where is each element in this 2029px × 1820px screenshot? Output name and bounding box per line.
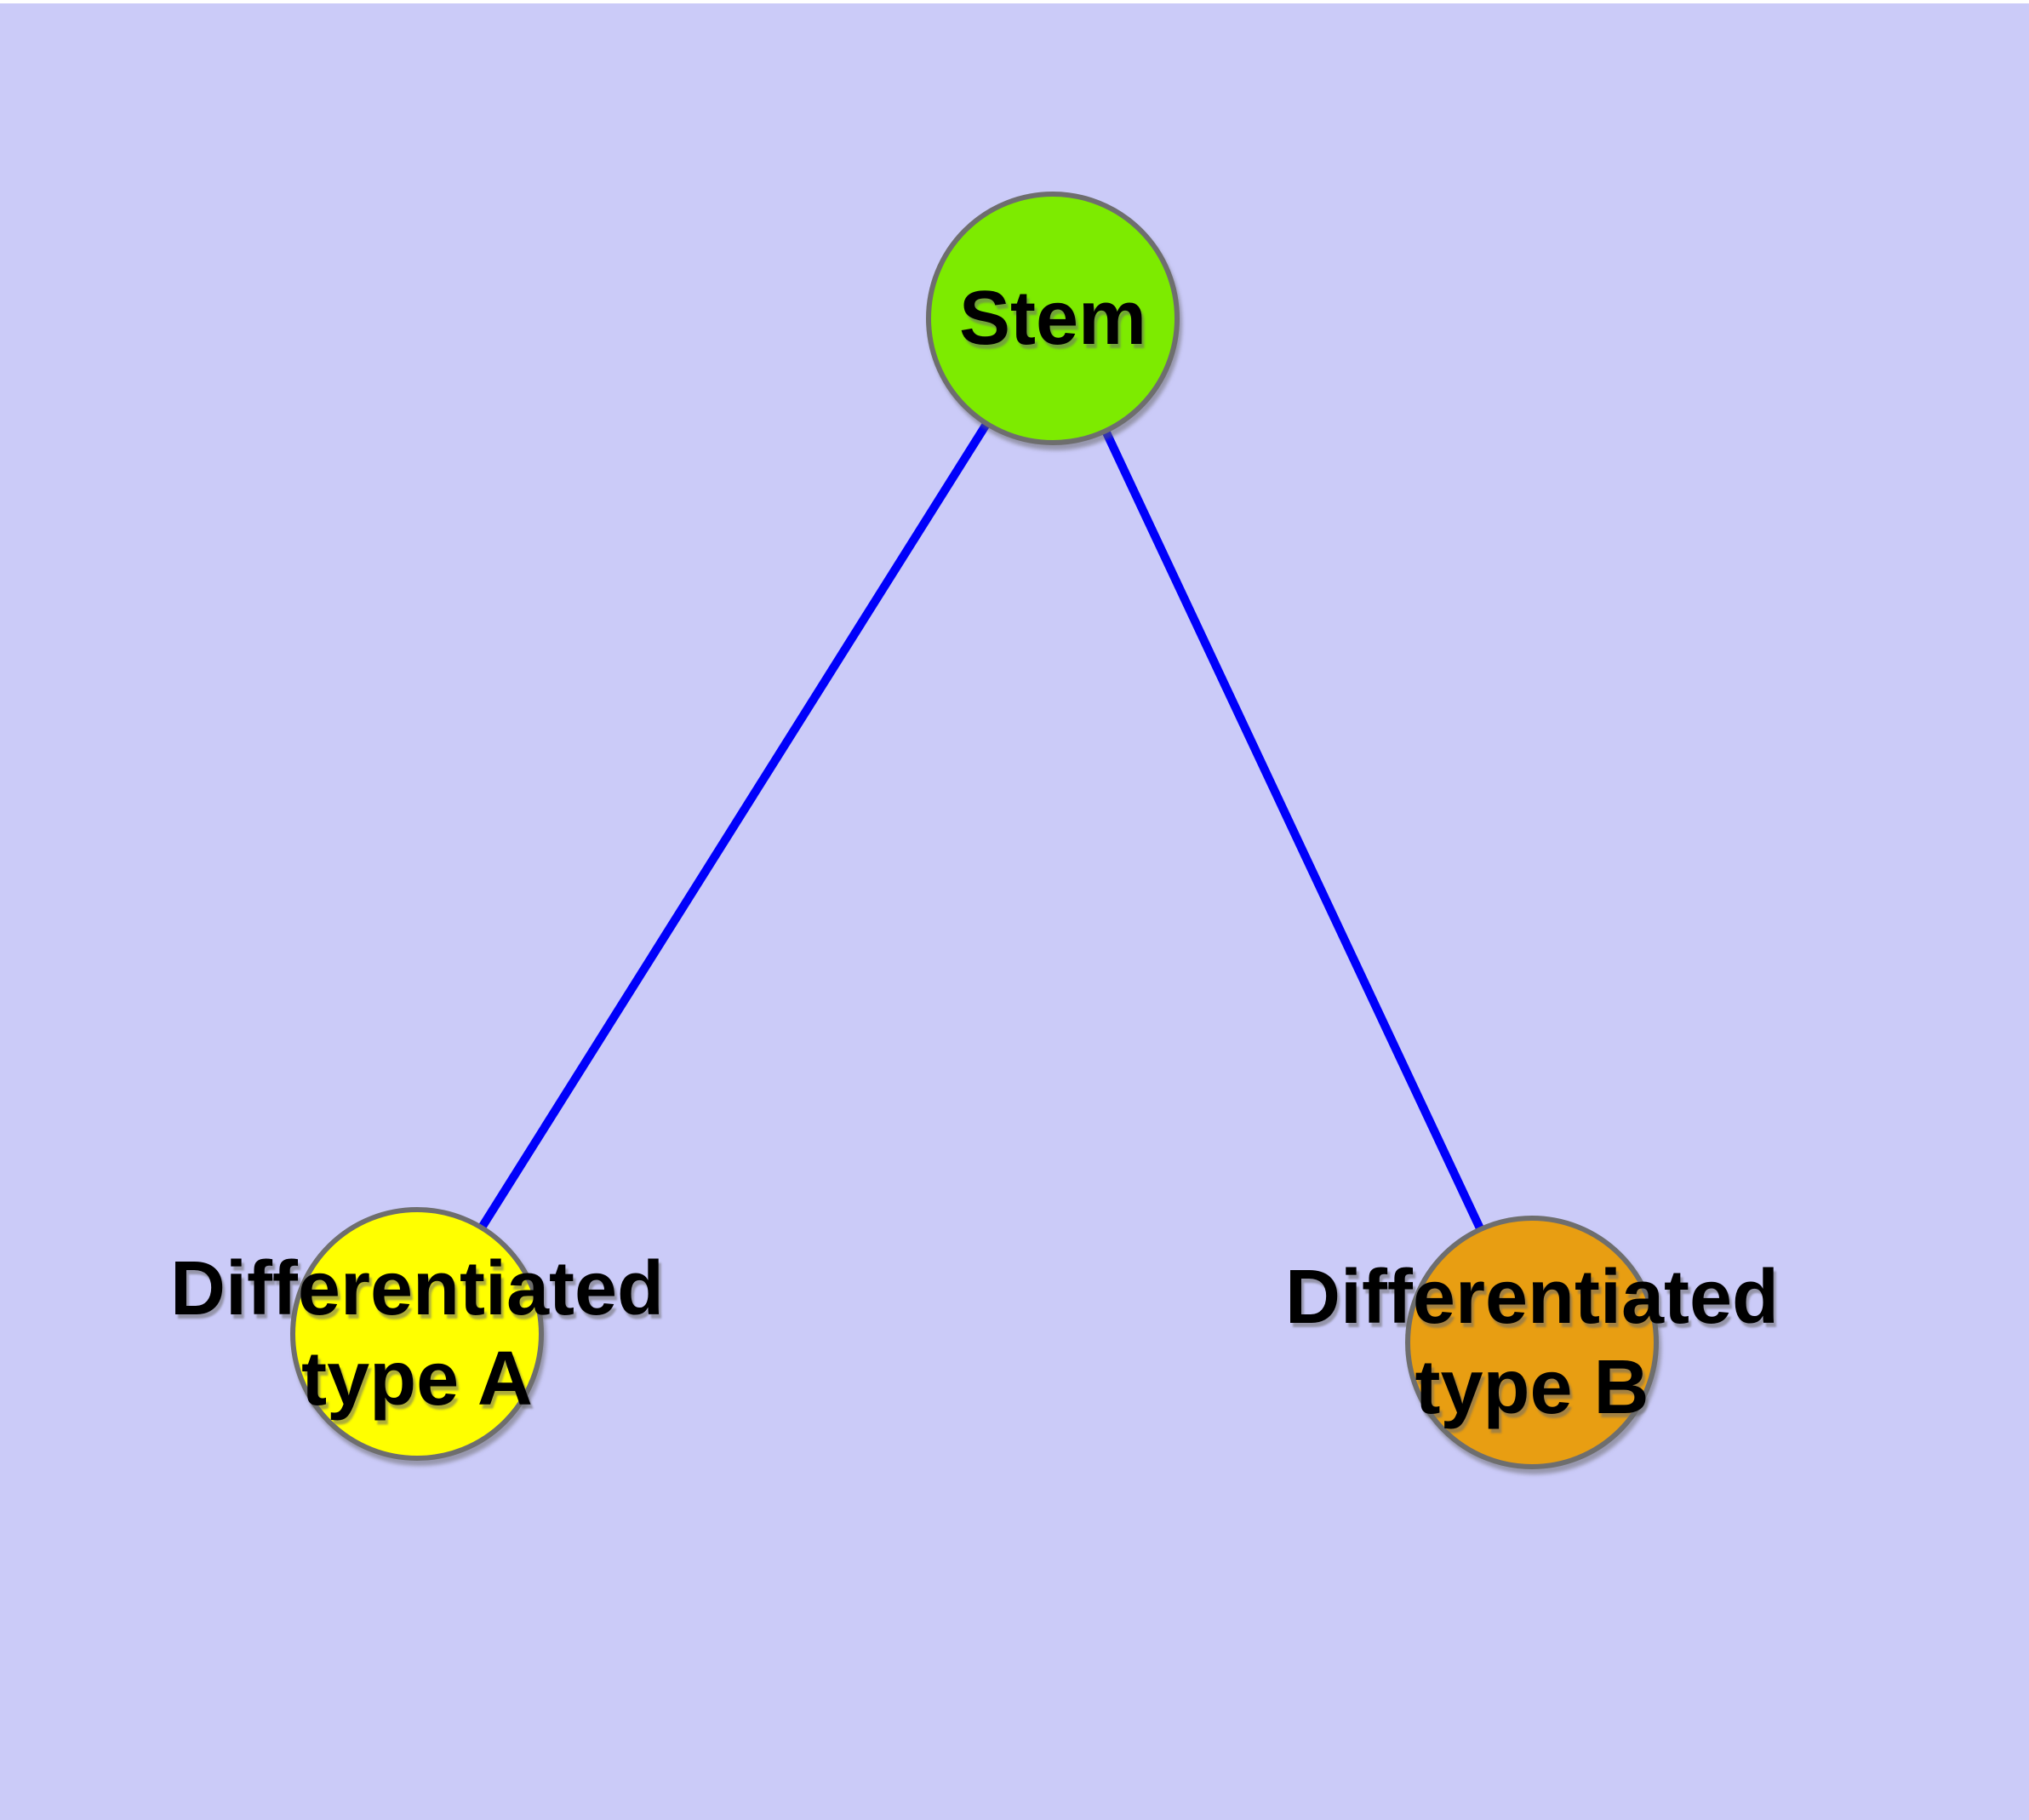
node-differentiated-type-a-circle xyxy=(290,1207,544,1461)
node-differentiated-type-b-circle xyxy=(1405,1216,1659,1469)
node-stem-circle xyxy=(926,192,1180,445)
diagram-canvas: Stem Differentiated type A Differentiate… xyxy=(0,3,2029,1820)
edge-stem-to-type-a xyxy=(413,316,1057,1333)
edges-layer xyxy=(413,316,1536,1342)
edge-stem-to-type-b xyxy=(1049,316,1536,1342)
